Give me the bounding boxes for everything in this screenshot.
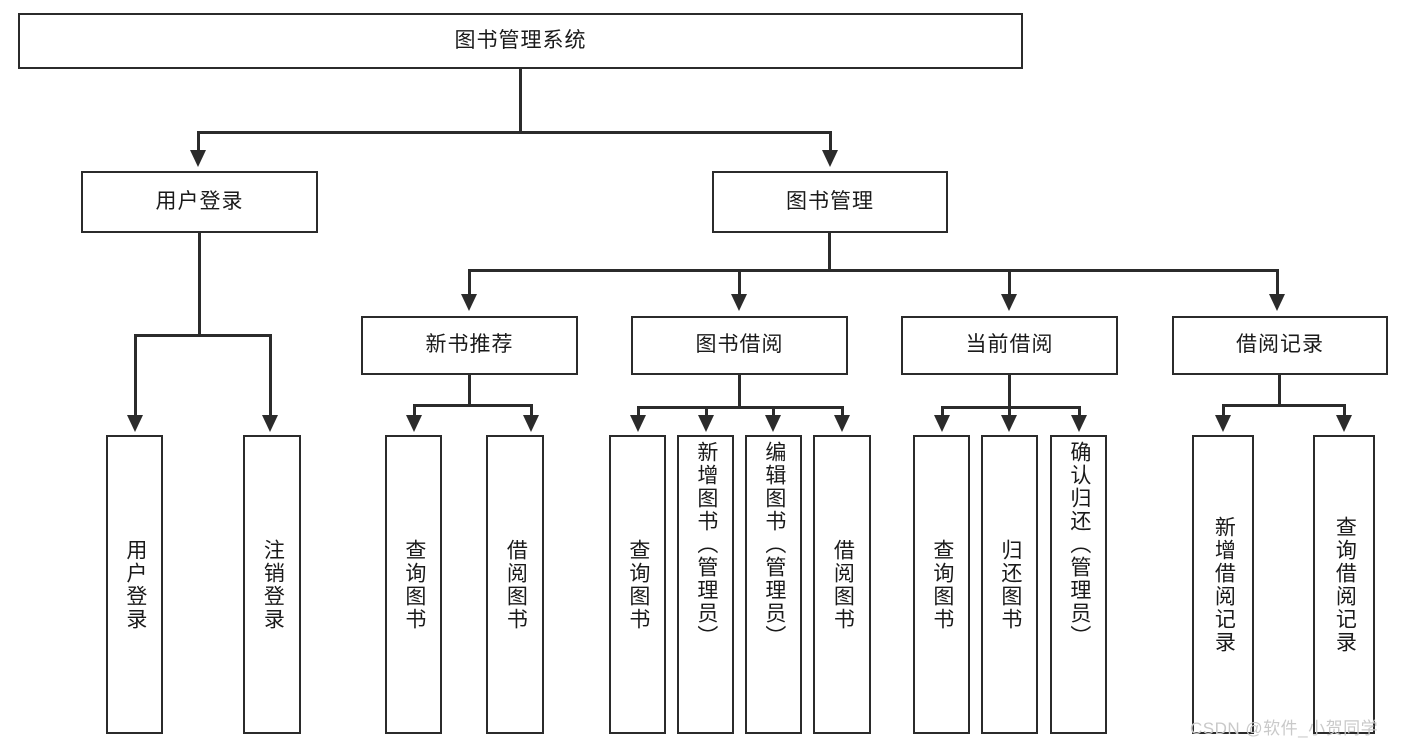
arrow-to-borrow-record bbox=[1269, 294, 1285, 311]
connector-current-borrow-to-leaf-2 bbox=[1008, 406, 1011, 418]
connector-user-login-bus bbox=[134, 334, 272, 337]
leaf-label: 新增借阅记录 bbox=[1212, 515, 1236, 654]
connector-root-bus bbox=[197, 131, 832, 134]
leaf-book-borrow-3[interactable]: 编辑图书（管理员） bbox=[745, 435, 802, 734]
leaf-label: 查询图书 bbox=[626, 538, 650, 631]
connector-current-borrow-stem bbox=[1008, 375, 1011, 408]
connector-borrow-record-to-leaf-2 bbox=[1343, 404, 1346, 418]
connector-user-login-stem bbox=[198, 233, 201, 336]
leaf-user-login-1[interactable]: 用户登录 bbox=[106, 435, 163, 734]
connector-to-book-borrow bbox=[738, 269, 741, 297]
node-label: 用户登录 bbox=[155, 189, 244, 213]
connector-borrow-record-to-leaf-1 bbox=[1222, 404, 1225, 418]
node-new-book-recommend[interactable]: 新书推荐 bbox=[361, 316, 578, 375]
arrow-book-borrow-to-leaf-1 bbox=[630, 415, 646, 432]
connector-book-borrow-to-leaf-4 bbox=[841, 406, 844, 418]
arrow-user-login-to-leaf-2 bbox=[262, 415, 278, 432]
arrow-new-book-to-leaf-1 bbox=[406, 415, 422, 432]
leaf-current-borrow-3[interactable]: 确认归还（管理员） bbox=[1050, 435, 1107, 734]
node-borrow-record[interactable]: 借阅记录 bbox=[1172, 316, 1388, 375]
connector-new-book-bus bbox=[413, 404, 533, 407]
node-book-borrow[interactable]: 图书借阅 bbox=[631, 316, 848, 375]
node-root-system[interactable]: 图书管理系统 bbox=[18, 13, 1023, 69]
arrow-book-borrow-to-leaf-2 bbox=[698, 415, 714, 432]
connector-current-borrow-to-leaf-1 bbox=[941, 406, 944, 418]
arrow-borrow-record-to-leaf-1 bbox=[1215, 415, 1231, 432]
connector-to-borrow-record bbox=[1276, 269, 1279, 297]
leaf-user-login-2[interactable]: 注销登录 bbox=[243, 435, 301, 734]
node-label: 图书管理 bbox=[786, 189, 874, 213]
leaf-book-borrow-2[interactable]: 新增图书（管理员） bbox=[677, 435, 734, 734]
connector-to-new-book bbox=[468, 269, 471, 297]
connector-new-book-stem bbox=[468, 375, 471, 406]
arrow-current-borrow-to-leaf-2 bbox=[1001, 415, 1017, 432]
leaf-borrow-record-1[interactable]: 新增借阅记录 bbox=[1192, 435, 1254, 734]
connector-current-borrow-to-leaf-3 bbox=[1078, 406, 1081, 418]
leaf-label: 确认归还（管理员） bbox=[1067, 441, 1091, 648]
arrow-to-book-borrow bbox=[731, 294, 747, 311]
arrow-user-login-to-leaf-1 bbox=[127, 415, 143, 432]
arrow-new-book-to-leaf-2 bbox=[523, 415, 539, 432]
connector-root-to-user-login bbox=[197, 131, 200, 153]
leaf-label: 编辑图书（管理员） bbox=[762, 441, 786, 648]
leaf-label: 新增图书（管理员） bbox=[694, 441, 718, 648]
arrow-to-current-borrow bbox=[1001, 294, 1017, 311]
arrow-root-to-user-login bbox=[190, 150, 206, 167]
connector-book-borrow-stem bbox=[738, 375, 741, 408]
node-label: 图书管理系统 bbox=[454, 28, 587, 52]
node-label: 新书推荐 bbox=[425, 333, 514, 357]
arrow-book-borrow-to-leaf-4 bbox=[834, 415, 850, 432]
arrow-borrow-record-to-leaf-2 bbox=[1336, 415, 1352, 432]
connector-book-borrow-bus bbox=[637, 406, 844, 409]
leaf-borrow-record-2[interactable]: 查询借阅记录 bbox=[1313, 435, 1375, 734]
leaf-label: 用户登录 bbox=[123, 538, 147, 631]
leaf-label: 查询借阅记录 bbox=[1333, 515, 1357, 654]
watermark-csdn: CSDN @软件_小贺同学 bbox=[1190, 719, 1379, 738]
leaf-label: 归还图书 bbox=[998, 538, 1022, 631]
connector-user-login-to-leaf-2 bbox=[269, 334, 272, 418]
leaf-new-book-2[interactable]: 借阅图书 bbox=[486, 435, 544, 734]
leaf-current-borrow-2[interactable]: 归还图书 bbox=[981, 435, 1038, 734]
leaf-label: 注销登录 bbox=[261, 538, 285, 631]
connector-level3-bus bbox=[468, 269, 1279, 272]
node-label: 当前借阅 bbox=[965, 333, 1054, 357]
arrow-to-new-book bbox=[461, 294, 477, 311]
node-label: 借阅记录 bbox=[1236, 333, 1324, 357]
connector-book-borrow-to-leaf-1 bbox=[637, 406, 640, 418]
connector-borrow-record-stem bbox=[1278, 375, 1281, 406]
leaf-label: 借阅图书 bbox=[504, 538, 528, 631]
node-book-management[interactable]: 图书管理 bbox=[712, 171, 948, 233]
connector-book-borrow-to-leaf-3 bbox=[772, 406, 775, 418]
leaf-new-book-1[interactable]: 查询图书 bbox=[385, 435, 442, 734]
node-label: 图书借阅 bbox=[695, 333, 784, 357]
arrow-book-borrow-to-leaf-3 bbox=[765, 415, 781, 432]
node-user-login[interactable]: 用户登录 bbox=[81, 171, 318, 233]
connector-book-mgmt-stem bbox=[828, 233, 831, 271]
arrow-root-to-book-mgmt bbox=[822, 150, 838, 167]
connector-current-borrow-bus bbox=[941, 406, 1081, 409]
node-current-borrow[interactable]: 当前借阅 bbox=[901, 316, 1118, 375]
connector-user-login-to-leaf-1 bbox=[134, 334, 137, 418]
connector-book-borrow-to-leaf-2 bbox=[705, 406, 708, 418]
connector-borrow-record-bus bbox=[1222, 404, 1346, 407]
connector-to-current-borrow bbox=[1008, 269, 1011, 297]
connector-root-stem bbox=[519, 69, 522, 133]
leaf-book-borrow-4[interactable]: 借阅图书 bbox=[813, 435, 871, 734]
leaf-current-borrow-1[interactable]: 查询图书 bbox=[913, 435, 970, 734]
arrow-current-borrow-to-leaf-1 bbox=[934, 415, 950, 432]
arrow-current-borrow-to-leaf-3 bbox=[1071, 415, 1087, 432]
connector-new-book-to-leaf-2 bbox=[530, 404, 533, 418]
leaf-label: 借阅图书 bbox=[831, 538, 855, 631]
leaf-book-borrow-1[interactable]: 查询图书 bbox=[609, 435, 666, 734]
leaf-label: 查询图书 bbox=[402, 538, 426, 631]
connector-root-to-book-mgmt bbox=[829, 131, 832, 153]
leaf-label: 查询图书 bbox=[930, 538, 954, 631]
connector-new-book-to-leaf-1 bbox=[413, 404, 416, 418]
